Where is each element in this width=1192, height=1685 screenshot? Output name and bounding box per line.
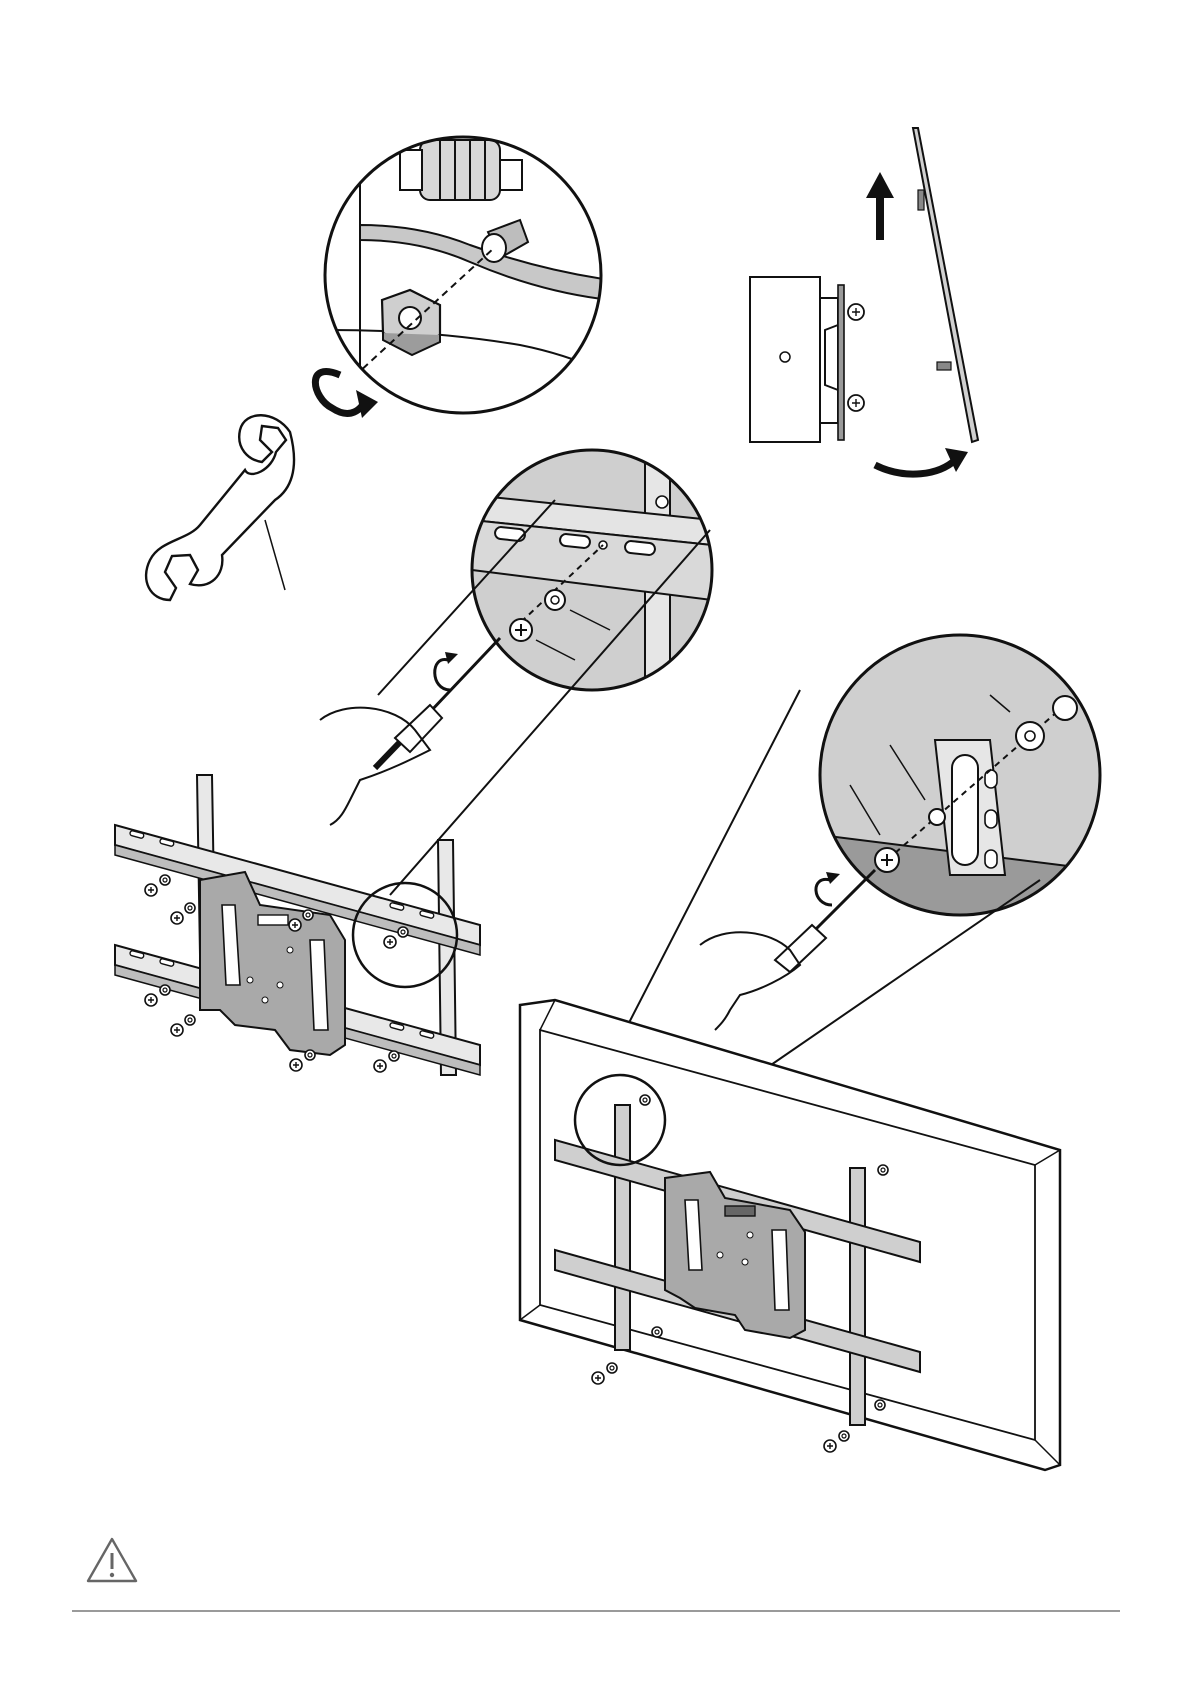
curved-arrow-icon [875,448,968,474]
hand-icon [700,932,800,1030]
warning-triangle-icon [84,1535,140,1585]
bracket-screw-detail [320,450,712,895]
bracket-assembly [115,775,480,1075]
tv-side-icon [913,128,978,442]
footer-rule [72,1610,1120,1612]
screwdriver-icon [775,870,875,972]
up-arrow-icon [866,172,894,240]
screw-icon [510,619,532,641]
rotate-arrow-icon [315,372,378,418]
washer-icon [929,809,945,825]
tv-back-assembly [520,1000,1060,1470]
wrench-icon [146,415,294,600]
wall-plate-icon [820,285,864,440]
screwdriver-icon [375,638,500,768]
wall-hook-side-view [750,128,978,474]
screw-icon [875,848,899,872]
